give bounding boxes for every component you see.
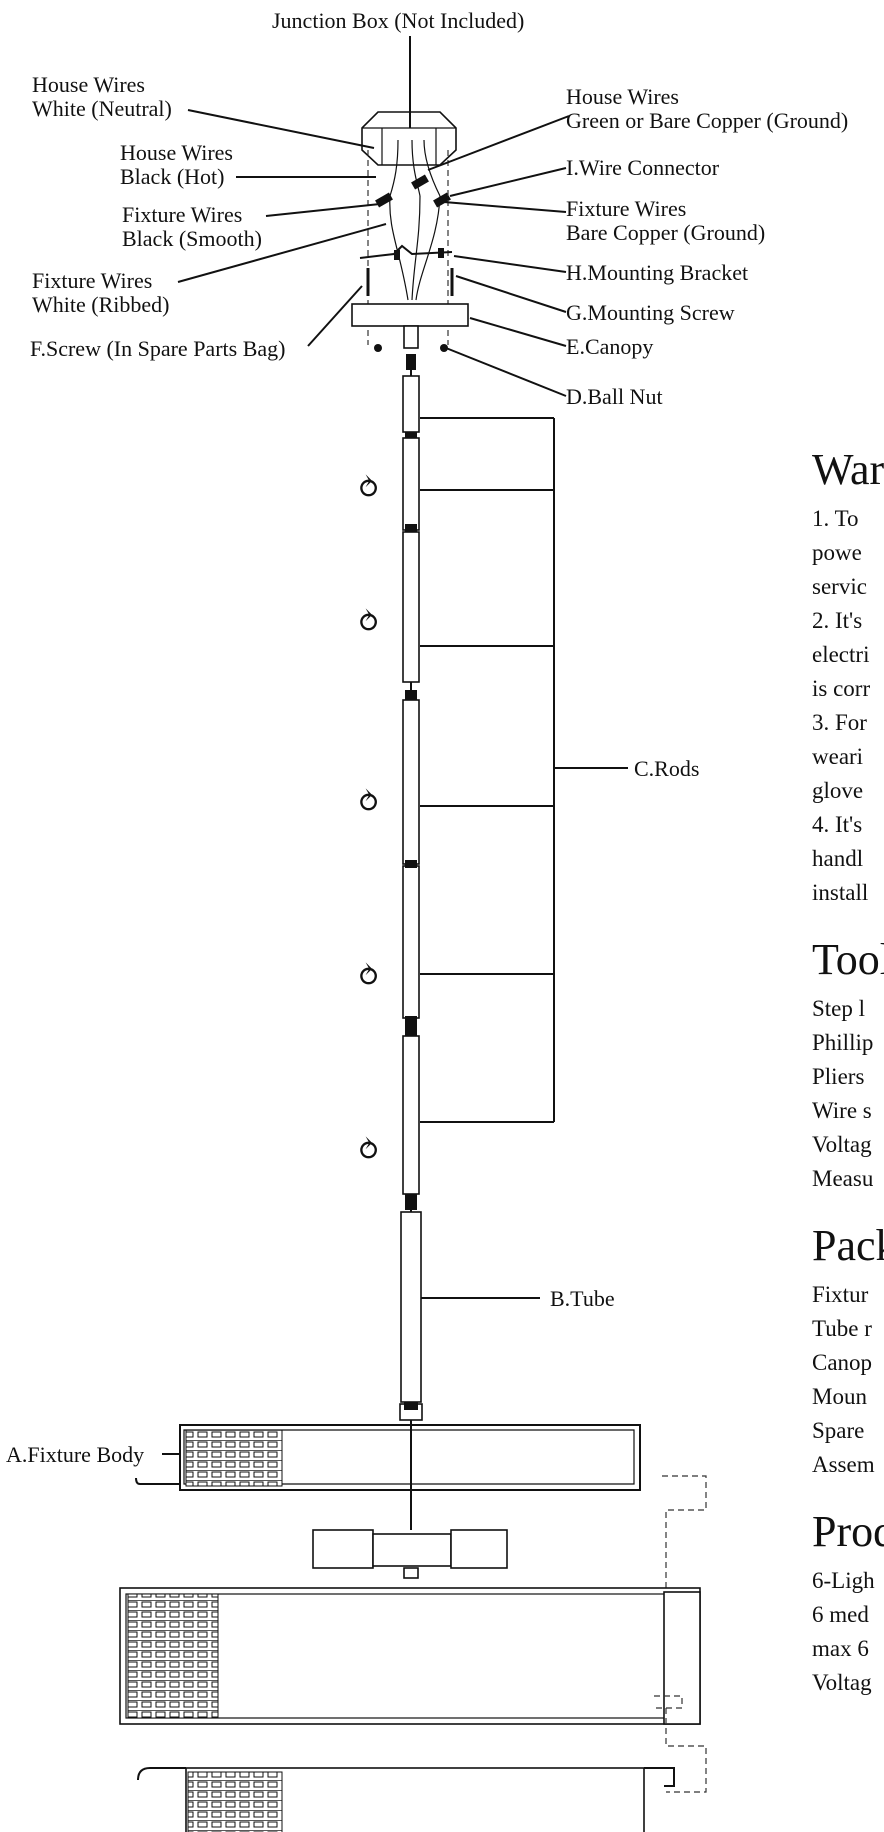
label-mounting-screw: G.Mounting Screw <box>566 300 735 325</box>
label-junction-box: Junction Box (Not Included) <box>272 8 524 33</box>
junction-box <box>361 36 457 166</box>
tube <box>400 1211 422 1403</box>
fixture-frame <box>119 1587 707 1793</box>
label-mounting-bracket: H.Mounting Bracket <box>566 260 748 285</box>
label-fixture-white: Fixture Wires <box>32 268 152 293</box>
rods <box>402 370 420 1212</box>
label-fixture-black: Black (Smooth) <box>122 226 262 251</box>
label-house-neutral: House Wires <box>32 72 145 97</box>
svg-text:⥁: ⥁ <box>356 786 381 819</box>
product-title: Prod <box>812 1507 884 1556</box>
label-house-hot: House Wires <box>120 140 233 165</box>
fixture-frame <box>137 1767 675 1832</box>
label-fixture-body: A.Fixture Body <box>6 1442 144 1467</box>
label-house-ground: House Wires <box>566 84 679 109</box>
fixture-body <box>135 1402 707 1619</box>
canopy <box>351 303 469 327</box>
warning-title: War <box>812 445 884 494</box>
rods-bracket <box>420 417 628 1123</box>
label-ball-nut: D.Ball Nut <box>566 384 663 409</box>
label-rods: C.Rods <box>634 756 699 781</box>
svg-text:⥁: ⥁ <box>356 960 381 993</box>
label-screw: F.Screw (In Spare Parts Bag) <box>30 336 285 361</box>
label-tube: B.Tube <box>550 1286 615 1311</box>
svg-text:⥁: ⥁ <box>356 472 381 505</box>
leader-lines <box>162 109 570 1455</box>
svg-text:⥁: ⥁ <box>356 606 381 639</box>
svg-text:⥁: ⥁ <box>356 1134 381 1167</box>
label-fixture-black: Fixture Wires <box>122 202 242 227</box>
tools-title: Tool <box>812 935 884 984</box>
label-house-neutral: White (Neutral) <box>32 96 172 121</box>
label-canopy: E.Canopy <box>566 334 653 359</box>
rotate-icon: ⥁ ⥁ ⥁ ⥁ ⥁ <box>356 472 381 1167</box>
label-wire-connector: I.Wire Connector <box>566 155 720 180</box>
mounting-bracket <box>359 244 453 260</box>
label-fixture-white: White (Ribbed) <box>32 292 169 317</box>
label-house-ground: Green or Bare Copper (Ground) <box>566 108 848 133</box>
package-title: Pack <box>812 1221 884 1270</box>
label-fixture-ground: Bare Copper (Ground) <box>566 220 765 245</box>
mounting-screw <box>366 268 454 296</box>
label-fixture-ground: Fixture Wires <box>566 196 686 221</box>
label-house-hot: Black (Hot) <box>120 164 224 189</box>
